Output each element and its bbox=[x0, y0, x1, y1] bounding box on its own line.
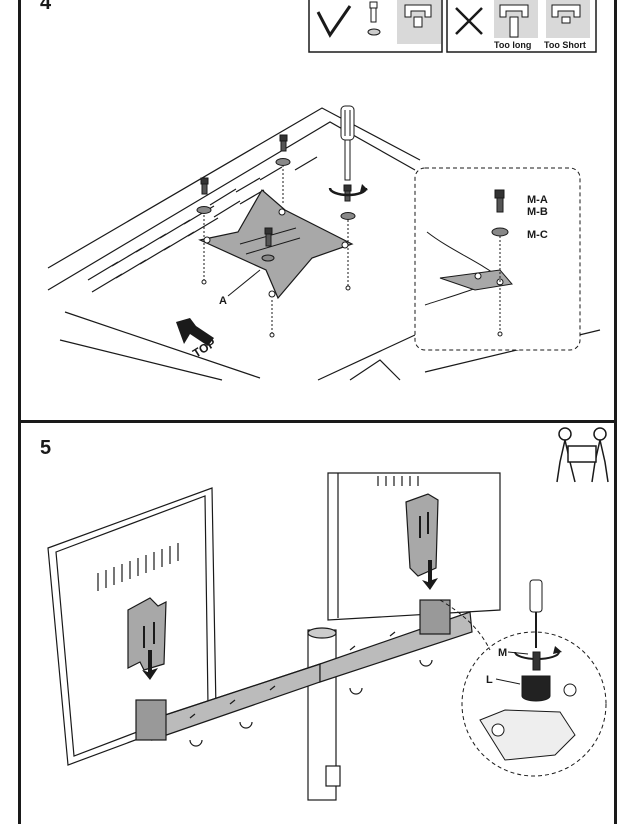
washer-m-c-label: M-C bbox=[527, 229, 548, 241]
knob-l-label: L bbox=[486, 674, 493, 686]
detail-callout-step5: M L bbox=[439, 579, 607, 777]
check-icon bbox=[316, 5, 352, 38]
step-5-number: 5 bbox=[40, 437, 52, 459]
two-person-lift-icon bbox=[556, 427, 609, 483]
top-arrow-icon bbox=[176, 318, 214, 346]
detail-callout-step4: M-A M-B M-C bbox=[414, 167, 581, 351]
screw-m-a-label: M-A bbox=[527, 194, 548, 206]
cross-icon bbox=[455, 7, 483, 35]
too-long-label: Too long bbox=[494, 40, 531, 50]
plate-a-label: A bbox=[219, 295, 227, 307]
screws-step4 bbox=[196, 134, 356, 338]
step-4-number: 4 bbox=[40, 0, 52, 14]
screw-m-b-label: M-B bbox=[527, 206, 548, 218]
mount-arms bbox=[135, 599, 473, 747]
top-label: TOP bbox=[190, 336, 218, 361]
screw-icon bbox=[367, 1, 381, 36]
screwdriver-icon-step5 bbox=[529, 579, 543, 613]
mount-pole bbox=[307, 627, 341, 801]
screw-check-correct bbox=[308, 0, 443, 53]
left-monitor-vents bbox=[97, 543, 179, 591]
vesa-plate-a bbox=[198, 189, 354, 300]
monitor-back-step4 bbox=[47, 107, 601, 381]
right-monitor bbox=[327, 472, 501, 621]
bolt-fit-icon bbox=[404, 4, 432, 18]
screwdriver-icon-step4 bbox=[340, 105, 355, 181]
down-arrow-icon-left bbox=[142, 650, 158, 680]
left-monitor bbox=[47, 487, 217, 766]
too-short-label: Too Short bbox=[544, 40, 586, 50]
down-arrow-icon-right bbox=[422, 560, 438, 590]
page-frame bbox=[18, 0, 617, 824]
screw-m-label: M bbox=[498, 647, 507, 659]
step-divider bbox=[18, 420, 617, 423]
screw-check-incorrect: Too long Too Short bbox=[446, 0, 597, 53]
knob-l-icon bbox=[521, 675, 551, 702]
